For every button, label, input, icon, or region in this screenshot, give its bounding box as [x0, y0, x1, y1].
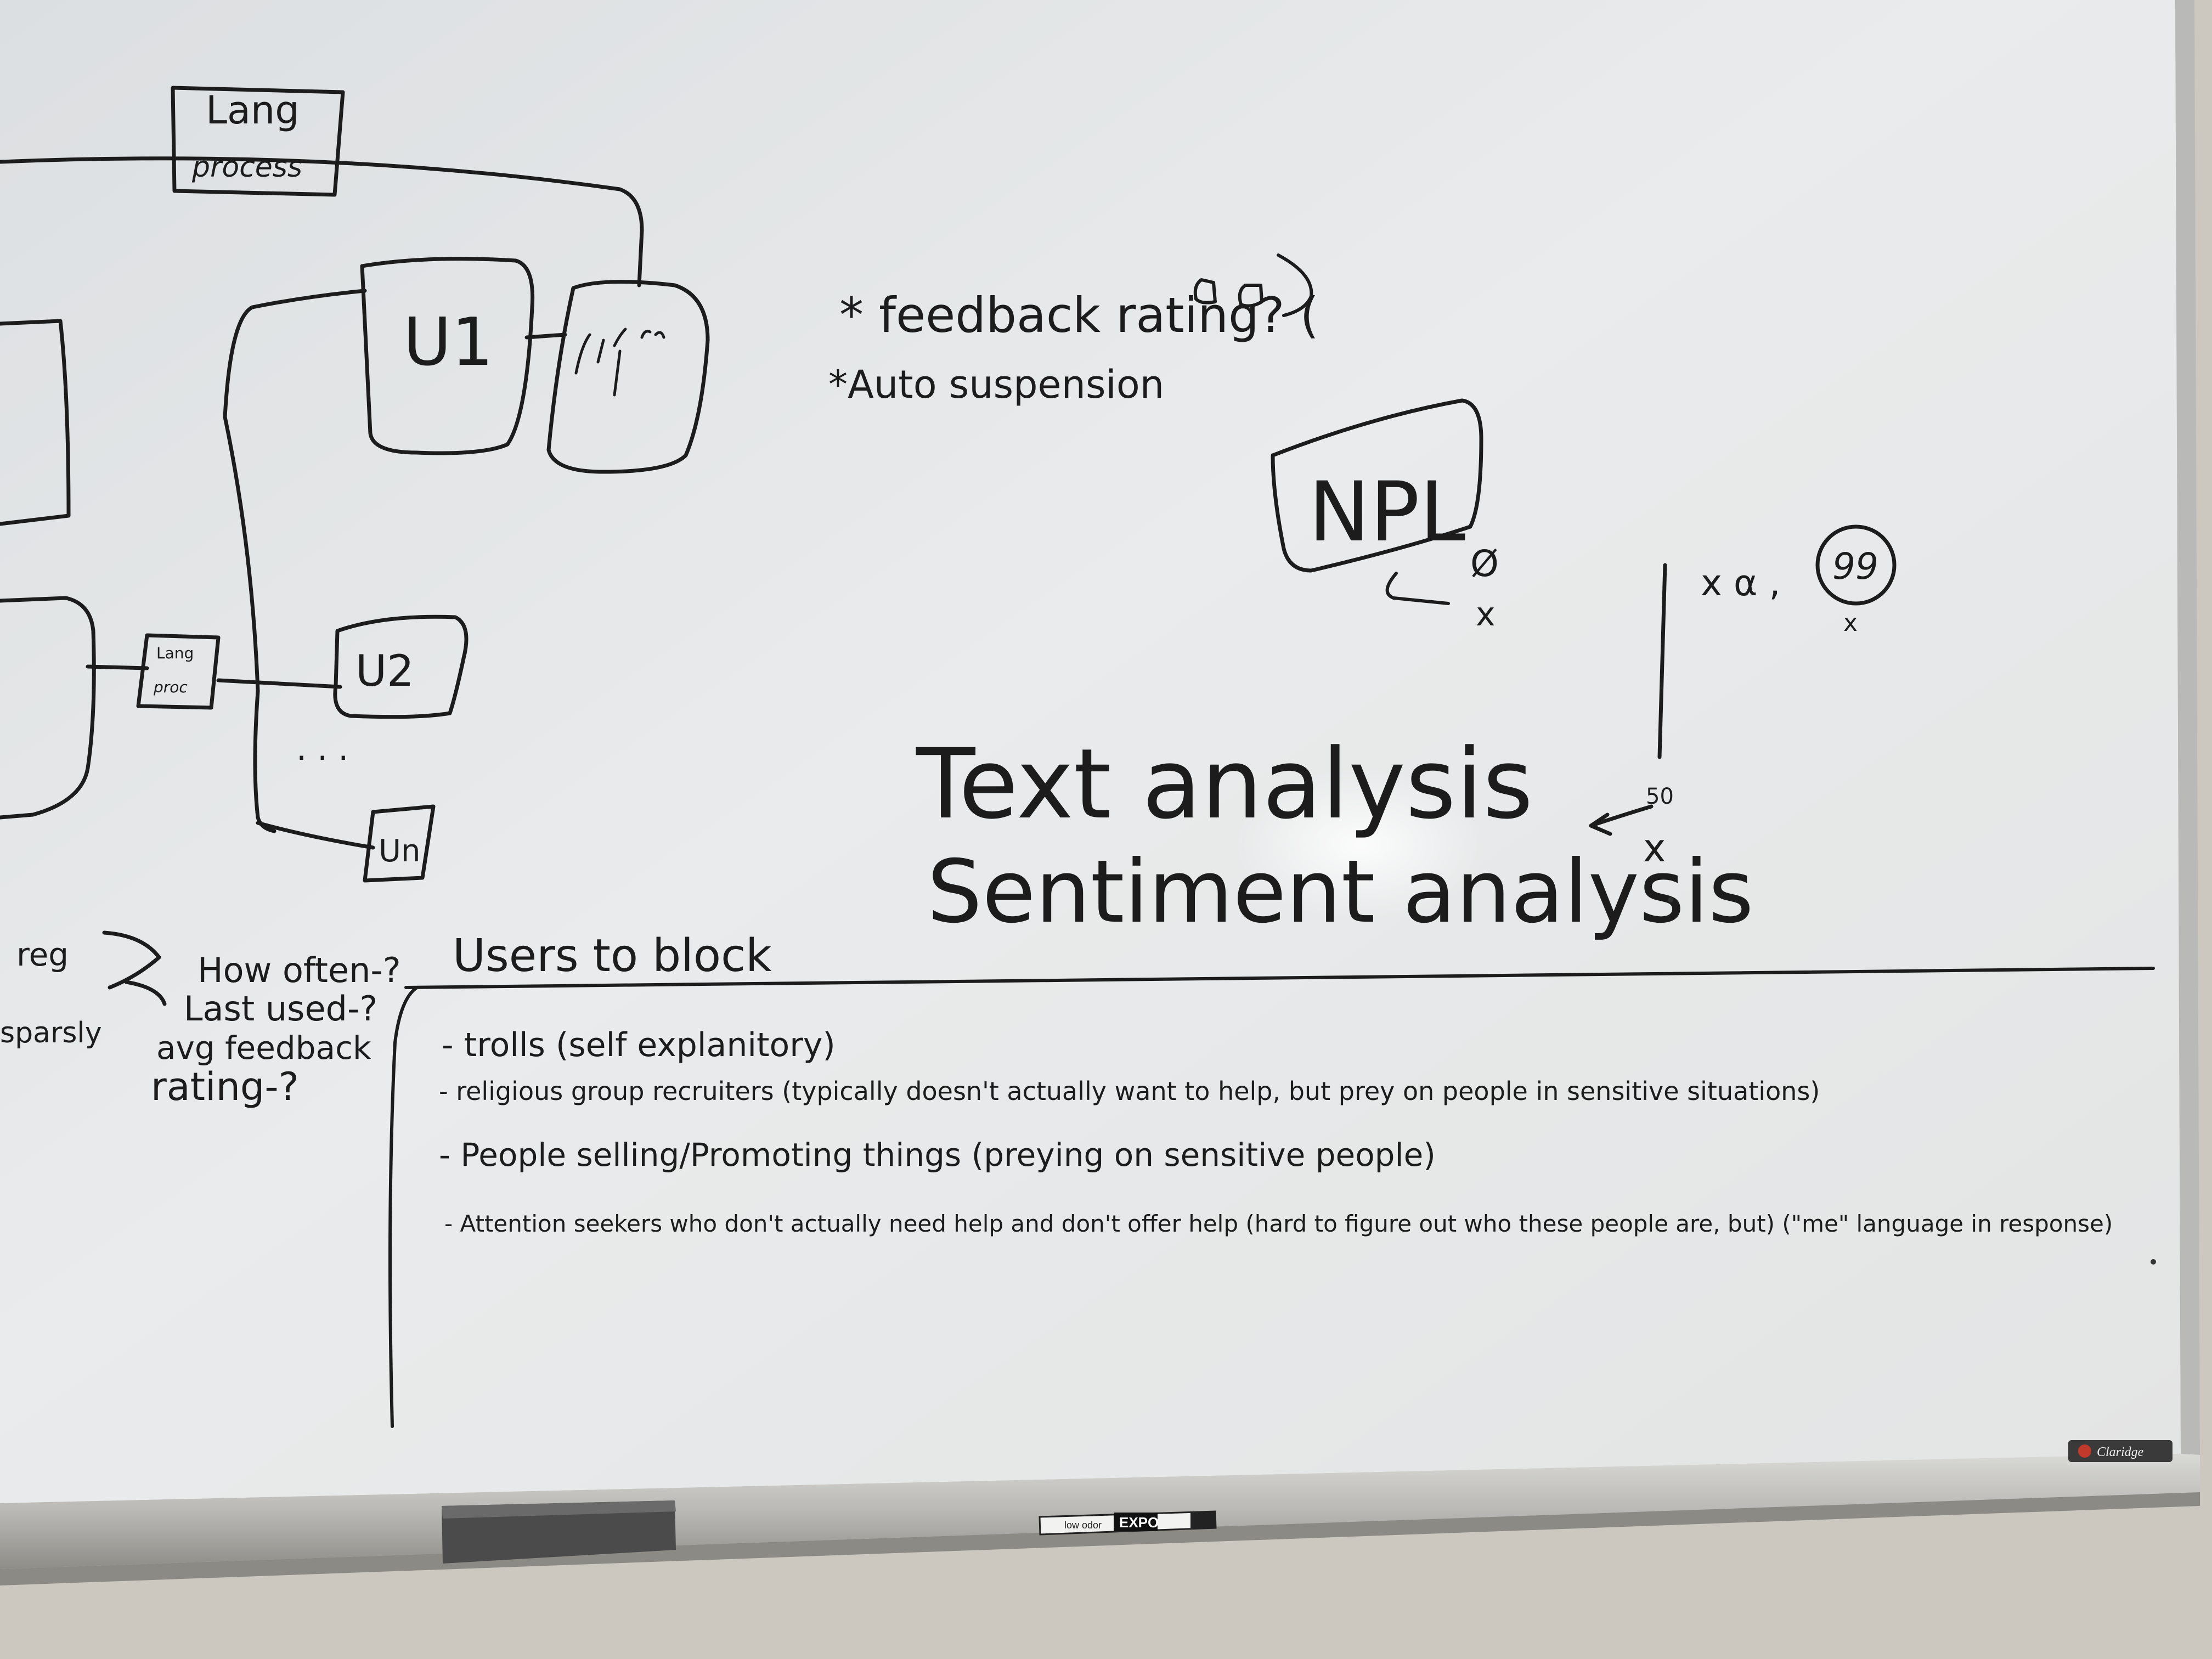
feedback-rating-note: * feedback rating? ( [839, 287, 1319, 343]
users-to-block-heading: Users to block [453, 930, 772, 982]
npl-empty-symbol: Ø [1470, 543, 1499, 585]
u1-label: U1 [403, 304, 493, 381]
ninety-nine-label: 99 [1832, 545, 1878, 588]
text-analysis-heading: Text analysis [916, 728, 1533, 840]
npl-arrow [1385, 572, 1450, 605]
tray-lip [0, 1492, 2200, 1585]
expo-marker[interactable]: EXPO low odor [1039, 1510, 1217, 1536]
thumbs-icons [1193, 253, 1313, 317]
ellipsis: . . . [296, 730, 348, 768]
marker-odor-label: low odor [1064, 1520, 1102, 1531]
claridge-logo: Claridge [2068, 1440, 2172, 1462]
npl-x: x [1476, 595, 1496, 634]
npl-box [1271, 398, 1483, 573]
un-label: Un [379, 833, 420, 869]
diagram-drawing [0, 86, 710, 1006]
auto-suspension-note: *Auto suspension [828, 362, 1164, 407]
x-count-label: x α , [1701, 562, 1781, 604]
marker-brand-label: EXPO [1119, 1514, 1159, 1531]
eraser[interactable] [442, 1500, 676, 1564]
block-list-item-4: - Attention seekers who don't actually n… [444, 1210, 2113, 1237]
board-frame-right [2175, 0, 2200, 1455]
board-dot [2151, 1259, 2156, 1265]
how-often-question: How often-? [198, 950, 401, 990]
rating-question: rating-? [151, 1064, 299, 1109]
block-list-item-3: - People selling/Promoting things (preyi… [439, 1136, 1436, 1173]
left-reg: reg [16, 936, 69, 973]
avg-feedback-question: avg feedback [156, 1029, 371, 1066]
bottom-x-label: x [1643, 826, 1666, 871]
sentiment-analysis-heading: Sentiment analysis [927, 842, 1754, 943]
circle-x-label: x [1843, 609, 1858, 637]
flow-line [1589, 524, 1897, 836]
whiteboard-surface [0, 0, 2181, 1503]
light-glare [1234, 768, 1487, 922]
last-used-question: Last used-? [184, 989, 377, 1029]
box-mid-label-2: proc [153, 678, 188, 696]
block-list-item-2: - religious group recruiters (typically … [439, 1076, 1820, 1106]
fifty-label: 50 [1646, 784, 1674, 809]
box-top-label-1: Lang [206, 88, 300, 133]
svg-text:Claridge: Claridge [2097, 1445, 2144, 1459]
box-mid-label-1: Lang [156, 644, 194, 662]
box-top-label-2: process [191, 151, 302, 184]
u2-label: U2 [356, 647, 414, 696]
block-list-item-1: - trolls (self explanitory) [442, 1026, 836, 1064]
board-dot [1668, 897, 1673, 902]
left-sparsly: sparsly [0, 1017, 102, 1049]
npl-label: NPL [1308, 465, 1465, 560]
